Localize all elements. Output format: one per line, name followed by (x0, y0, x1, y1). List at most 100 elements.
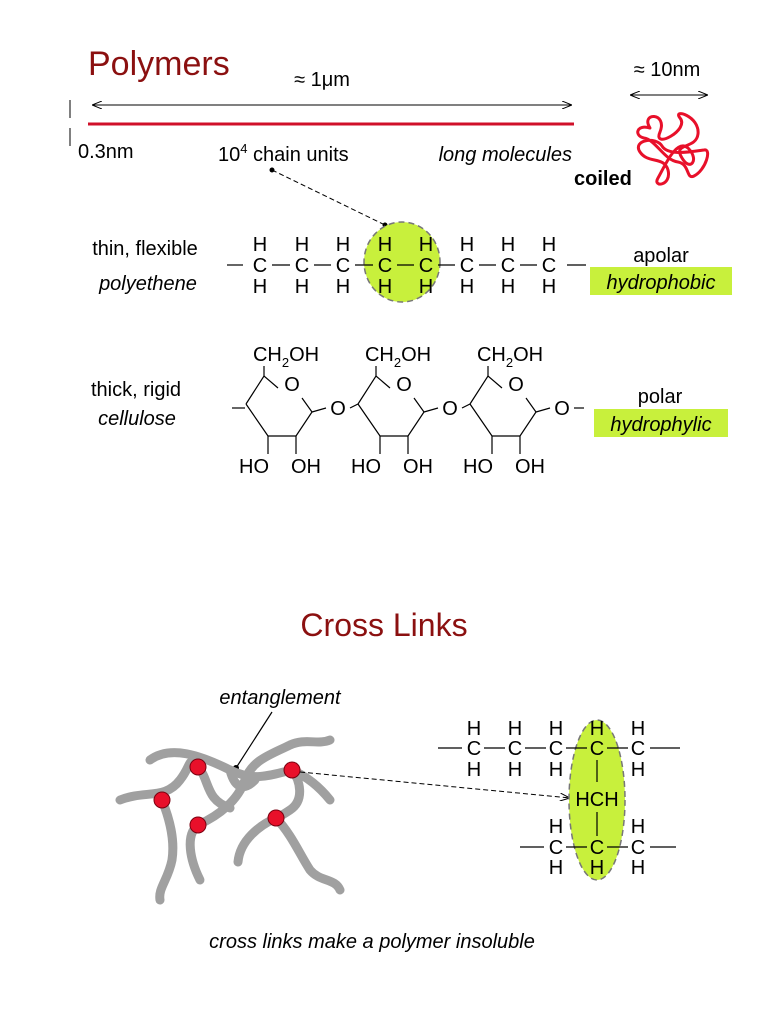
cellulose-property-line2: hydrophylic (610, 414, 711, 436)
hydroxyl-group: HO (351, 456, 381, 478)
hydrogen-atom: H (378, 276, 392, 298)
carbon-atom: C (542, 255, 556, 277)
glycosidic-oxygen: O (442, 398, 458, 420)
bond-line (349, 403, 359, 409)
cellulose-property-line1: polar (638, 386, 683, 408)
crosslink-points (153, 758, 301, 834)
hydrogen-atom: H (501, 234, 515, 256)
carbon-atom: C (508, 738, 522, 760)
methylene-bridge: HCH (575, 789, 618, 811)
repeat-unit-highlight (363, 221, 441, 303)
hydroxyl-group: OH (403, 456, 433, 478)
hydrophylic-highlight (594, 409, 728, 437)
carbon-atom: C (549, 738, 563, 760)
hydrogen-atom: H (336, 234, 350, 256)
hydrogen-atom: H (253, 276, 267, 298)
hydrogen-atom: H (631, 857, 645, 879)
entanglement-pointer (233, 711, 273, 771)
crosslink-dot (267, 809, 285, 827)
cellulose-desc-line1: thick, rigid (91, 379, 181, 401)
bond-line (535, 407, 551, 413)
hydrogen-atom: H (631, 816, 645, 838)
hydrogen-atom: H (590, 857, 604, 879)
carbon-atom: C (590, 837, 604, 859)
strand (193, 735, 335, 830)
hydrogen-atom: H (631, 718, 645, 740)
hydrogen-atom: H (501, 276, 515, 298)
cellulose-desc-line2: cellulose (98, 408, 176, 430)
crosslink-dot (153, 791, 171, 809)
entanglement-label: entanglement (219, 687, 342, 709)
chain-units-label: 104 chain units (218, 141, 349, 166)
hydrogen-atom: H (419, 276, 433, 298)
coil-size-label: ≈ 10nm (634, 59, 701, 81)
crosslink-dot (189, 758, 207, 776)
length-label: ≈ 1μm (294, 69, 350, 91)
hydrogen-atom: H (549, 816, 563, 838)
carbon-atom: C (467, 738, 481, 760)
bond-line (461, 403, 471, 409)
hydrogen-atom: H (508, 718, 522, 740)
carbon-atom: C (460, 255, 474, 277)
carbon-atom: C (419, 255, 433, 277)
crosslink-dot (189, 816, 207, 834)
coiled-label: coiled (574, 168, 632, 190)
glucose-ring (357, 375, 425, 437)
carbon-atom: C (295, 255, 309, 277)
polymers-title: Polymers (88, 45, 230, 83)
hydrogen-atom: H (549, 857, 563, 879)
carbon-atom: C (253, 255, 267, 277)
carbon-atom: C (501, 255, 515, 277)
crosslink-highlight (568, 719, 626, 881)
caption: cross links make a polymer insoluble (209, 931, 535, 953)
chain-unit-pointer (269, 167, 388, 228)
hydrogen-atom: H (542, 276, 556, 298)
hydrogen-atom: H (419, 234, 433, 256)
carbon-atom: C (631, 837, 645, 859)
polyethene-property-line1: apolar (633, 245, 689, 267)
ch2oh-group: CH2OH (477, 344, 543, 370)
hydrogen-atom: H (378, 234, 392, 256)
hydrogen-atom: H (295, 234, 309, 256)
hydrogen-atom: H (508, 759, 522, 781)
ring-oxygen: O (508, 374, 524, 396)
polyethene-desc-line1: thin, flexible (92, 238, 198, 260)
bond-line (423, 407, 439, 413)
polyethene-desc-line2: polyethene (98, 273, 197, 295)
bond-line (311, 407, 327, 413)
long-molecules-label: long molecules (439, 144, 572, 166)
crosslinks-title: Cross Links (300, 607, 467, 643)
strand (115, 757, 235, 813)
carbon-atom: C (631, 738, 645, 760)
glycosidic-oxygen: O (554, 398, 570, 420)
glucose-ring (469, 375, 537, 437)
hydrogen-atom: H (336, 276, 350, 298)
hydrogen-atom: H (631, 759, 645, 781)
ch2oh-group: CH2OH (365, 344, 431, 370)
hydroxyl-group: HO (239, 456, 269, 478)
ch2oh-group: CH2OH (253, 344, 319, 370)
glucose-ring (245, 375, 313, 437)
hydrogen-atom: H (549, 718, 563, 740)
crosslink-pointer (299, 771, 570, 798)
ring-oxygen: O (284, 374, 300, 396)
hydroxyl-group: OH (291, 456, 321, 478)
hydrogen-atom: H (253, 234, 267, 256)
polymer-strands (115, 735, 345, 905)
coiled-molecule-icon (636, 112, 710, 186)
hydrogen-atom: H (295, 276, 309, 298)
hydroxyl-group: OH (515, 456, 545, 478)
carbon-atom: C (590, 738, 604, 760)
carbon-atom: C (378, 255, 392, 277)
thickness-label: 0.3nm (78, 141, 134, 163)
strand (271, 813, 345, 895)
polyethene-property-line2: hydrophobic (607, 272, 716, 294)
hydrogen-atom: H (549, 759, 563, 781)
hydrogen-atom: H (460, 276, 474, 298)
strand (225, 765, 260, 791)
